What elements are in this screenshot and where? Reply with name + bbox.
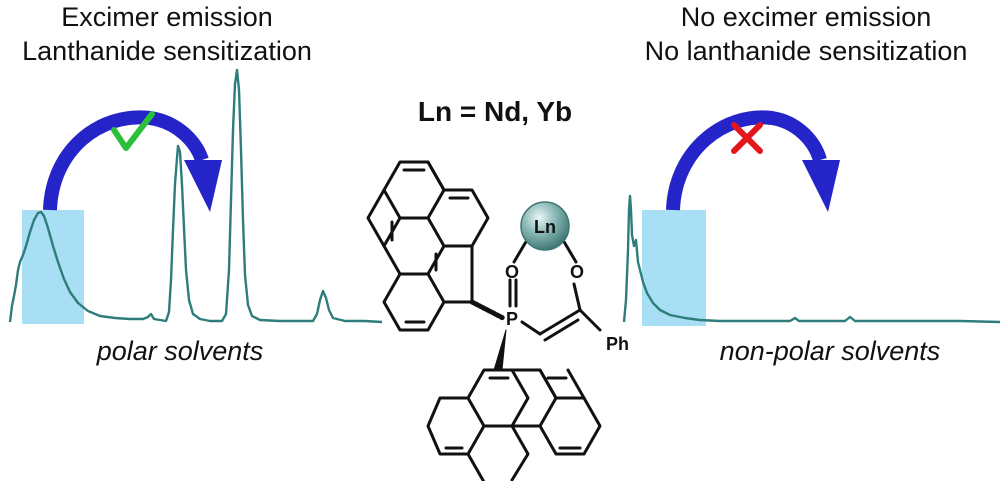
right-highlight-box — [642, 210, 706, 326]
oxygen-label-right: O — [570, 262, 584, 282]
right-solvent-label: non-polar solvents — [719, 336, 941, 366]
left-transfer-arrowhead — [184, 160, 222, 212]
right-transfer-arrowhead — [802, 160, 840, 212]
left-highlight-box — [22, 210, 84, 324]
right-heading-line1: No excimer emission — [680, 2, 932, 32]
lanthanide-title: Ln = Nd, Yb — [417, 96, 573, 127]
left-heading-line2: Lanthanide sensitization — [22, 36, 312, 66]
upper-pyrene — [366, 160, 490, 332]
left-transfer-arrow — [43, 110, 209, 211]
left-heading-line1: Excimer emission — [61, 2, 273, 32]
left-solvent-label: polar solvents — [96, 336, 264, 366]
lower-pyrene — [426, 368, 602, 481]
phenyl-label: Ph — [606, 334, 629, 354]
phosphorus-label: P — [506, 309, 518, 329]
check-mark-icon — [111, 111, 155, 151]
pyrene-p-wedge-bond — [493, 329, 507, 371]
left-emission-spectrum — [8, 68, 383, 324]
oxygen-label-left: O — [505, 262, 519, 282]
cross-mark-icon — [731, 122, 763, 154]
metal-sphere — [520, 201, 570, 251]
ligand-structure — [366, 160, 602, 481]
right-heading: No excimer emission No lanthanide sensit… — [612, 0, 1000, 68]
right-transfer-arrow — [666, 110, 827, 211]
metal-label: Ln — [534, 217, 556, 237]
right-emission-spectrum — [622, 194, 1000, 324]
left-heading: Excimer emission Lanthanide sensitizatio… — [2, 0, 332, 68]
right-heading-line2: No lanthanide sensitization — [644, 36, 968, 66]
pyrene-p-hash-bond — [469, 299, 506, 321]
